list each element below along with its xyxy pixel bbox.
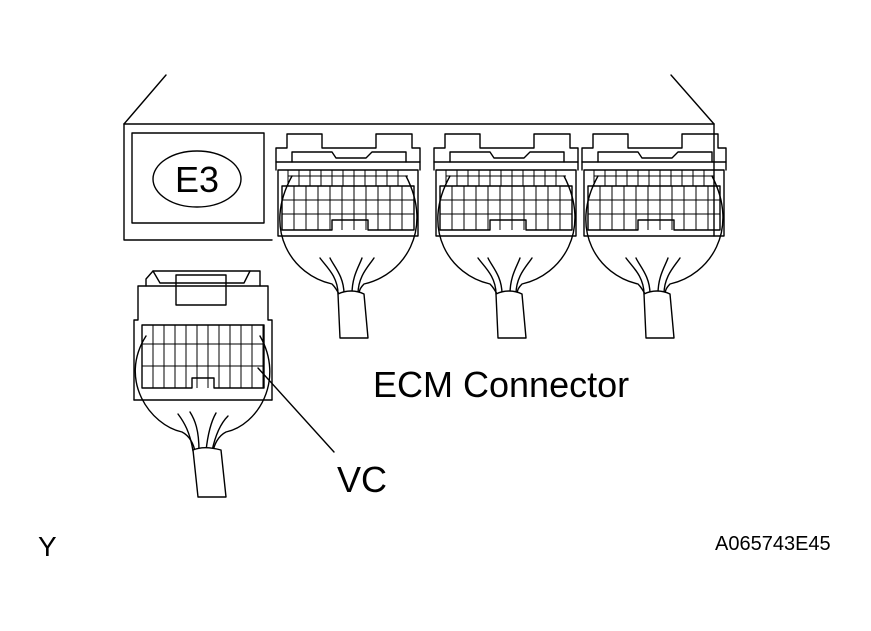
ecm-connector-label: ECM Connector <box>373 364 629 405</box>
vc-terminal-label: VC <box>337 459 387 500</box>
e3-badge-label: E3 <box>175 159 219 200</box>
ecm-connector-header-1 <box>275 133 421 339</box>
ecm-connector-header-3 <box>581 133 727 339</box>
view-mark-label: Y <box>38 531 57 562</box>
ecm-connector-group <box>275 133 727 339</box>
figure-code-label: A065743E45 <box>715 533 831 555</box>
ecm-connector-header-2 <box>433 133 579 339</box>
mating-connector <box>133 270 273 498</box>
ecm-unit <box>123 74 715 241</box>
vc-leader-line <box>257 367 335 453</box>
e3-badge: E3 <box>152 150 242 208</box>
